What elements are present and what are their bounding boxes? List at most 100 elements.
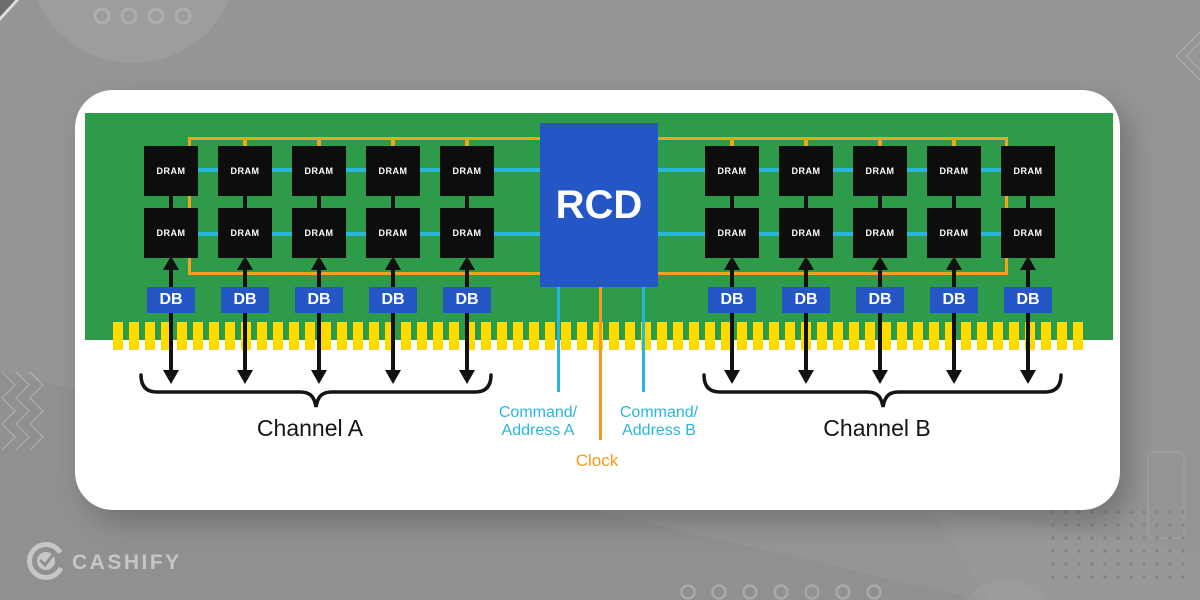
- down-arrow-shaft: [317, 313, 321, 371]
- edge-pin: [897, 322, 907, 350]
- dram-row-connector: [465, 196, 469, 208]
- data-buffer-chip: DB: [930, 287, 978, 313]
- bus-stub-top: [878, 137, 882, 150]
- edge-pin: [609, 322, 619, 350]
- dram-row-connector: [730, 196, 734, 208]
- edge-pin: [257, 322, 267, 350]
- dram-row-connector: [243, 196, 247, 208]
- edge-pin: [513, 322, 523, 350]
- down-arrow-head: [1020, 370, 1036, 384]
- edge-pin: [1073, 322, 1083, 350]
- edge-pin: [465, 322, 475, 350]
- edge-pin: [145, 322, 155, 350]
- faint-rect: [1147, 451, 1185, 539]
- edge-pin: [1057, 322, 1067, 350]
- edge-pin: [881, 322, 891, 350]
- edge-pin: [705, 322, 715, 350]
- channel-b-brace: [702, 373, 1063, 408]
- edge-pin: [721, 322, 731, 350]
- up-arrow-shaft: [243, 268, 247, 288]
- edge-pin: [337, 322, 347, 350]
- bus-stub-top: [952, 137, 956, 150]
- bus-stub-top: [317, 137, 321, 150]
- dram-chip: DRAM: [144, 146, 198, 196]
- data-buffer-chip: DB: [443, 287, 491, 313]
- dram-chip: DRAM: [292, 208, 346, 258]
- cyan-row-line: [658, 232, 1030, 236]
- edge-pin: [657, 322, 667, 350]
- dram-chip: DRAM: [440, 146, 494, 196]
- down-arrow-head: [872, 370, 888, 384]
- data-buffer-chip: DB: [147, 287, 195, 313]
- dram-chip: DRAM: [927, 208, 981, 258]
- dram-chip: DRAM: [705, 208, 759, 258]
- up-arrow-head: [237, 256, 253, 270]
- dram-chip: DRAM: [1001, 146, 1055, 196]
- data-buffer-chip: DB: [369, 287, 417, 313]
- corner-line: [0, 0, 20, 22]
- command-address-a-line: [556, 287, 560, 392]
- edge-pin: [225, 322, 235, 350]
- data-buffer-chip: DB: [782, 287, 830, 313]
- rcd-chip: RCD: [540, 123, 658, 287]
- up-arrow-shaft: [465, 268, 469, 288]
- edge-pin: [593, 322, 603, 350]
- edge-pin: [417, 322, 427, 350]
- edge-pin: [401, 322, 411, 350]
- down-arrow-head: [237, 370, 253, 384]
- edge-pin: [481, 322, 491, 350]
- edge-pin: [321, 322, 331, 350]
- down-arrow-shaft: [804, 313, 808, 371]
- edge-pin: [929, 322, 939, 350]
- dram-chip: DRAM: [440, 208, 494, 258]
- down-arrow-shaft: [878, 313, 882, 371]
- up-arrow-head: [1020, 256, 1036, 270]
- channel-b-label: Channel B: [823, 415, 931, 441]
- up-arrow-head: [459, 256, 475, 270]
- command-address-a-line1: Command/: [498, 404, 578, 421]
- edge-pin: [689, 322, 699, 350]
- edge-pin: [273, 322, 283, 350]
- dram-chip: DRAM: [705, 146, 759, 196]
- edge-pin: [993, 322, 1003, 350]
- up-arrow-shaft: [169, 268, 173, 288]
- edge-pin: [545, 322, 555, 350]
- edge-pin: [769, 322, 779, 350]
- down-arrow-head: [459, 370, 475, 384]
- brand-logo: CASHIFY: [24, 538, 244, 588]
- down-arrow-head: [798, 370, 814, 384]
- edge-pin: [113, 322, 123, 350]
- dram-chip: DRAM: [853, 146, 907, 196]
- down-arrow-head: [385, 370, 401, 384]
- dram-chip: DRAM: [366, 146, 420, 196]
- bottom-arc: [966, 580, 1044, 600]
- edge-pin: [865, 322, 875, 350]
- edge-pin: [833, 322, 843, 350]
- bottom-rings: [680, 584, 882, 600]
- dram-row-connector: [952, 196, 956, 208]
- edge-pin: [817, 322, 827, 350]
- edge-pin: [129, 322, 139, 350]
- edge-pin: [913, 322, 923, 350]
- edge-pin: [561, 322, 571, 350]
- command-address-b-line2: Address B: [622, 422, 696, 439]
- data-buffer-chip: DB: [295, 287, 343, 313]
- edge-pin: [737, 322, 747, 350]
- up-arrow-head: [798, 256, 814, 270]
- dram-chip: DRAM: [218, 208, 272, 258]
- edge-pin: [977, 322, 987, 350]
- down-arrow-shaft: [952, 313, 956, 371]
- dot-grid: [1051, 510, 1185, 579]
- up-arrow-head: [385, 256, 401, 270]
- edge-pin: [209, 322, 219, 350]
- dram-row-connector: [391, 196, 395, 208]
- dram-chip: DRAM: [292, 146, 346, 196]
- edge-pin: [577, 322, 587, 350]
- chevron-pattern: [0, 371, 45, 451]
- data-buffer-chip: DB: [708, 287, 756, 313]
- command-address-a-line2: Address A: [501, 422, 575, 439]
- dram-chip: DRAM: [779, 146, 833, 196]
- edge-pin: [785, 322, 795, 350]
- dram-chip: DRAM: [1001, 208, 1055, 258]
